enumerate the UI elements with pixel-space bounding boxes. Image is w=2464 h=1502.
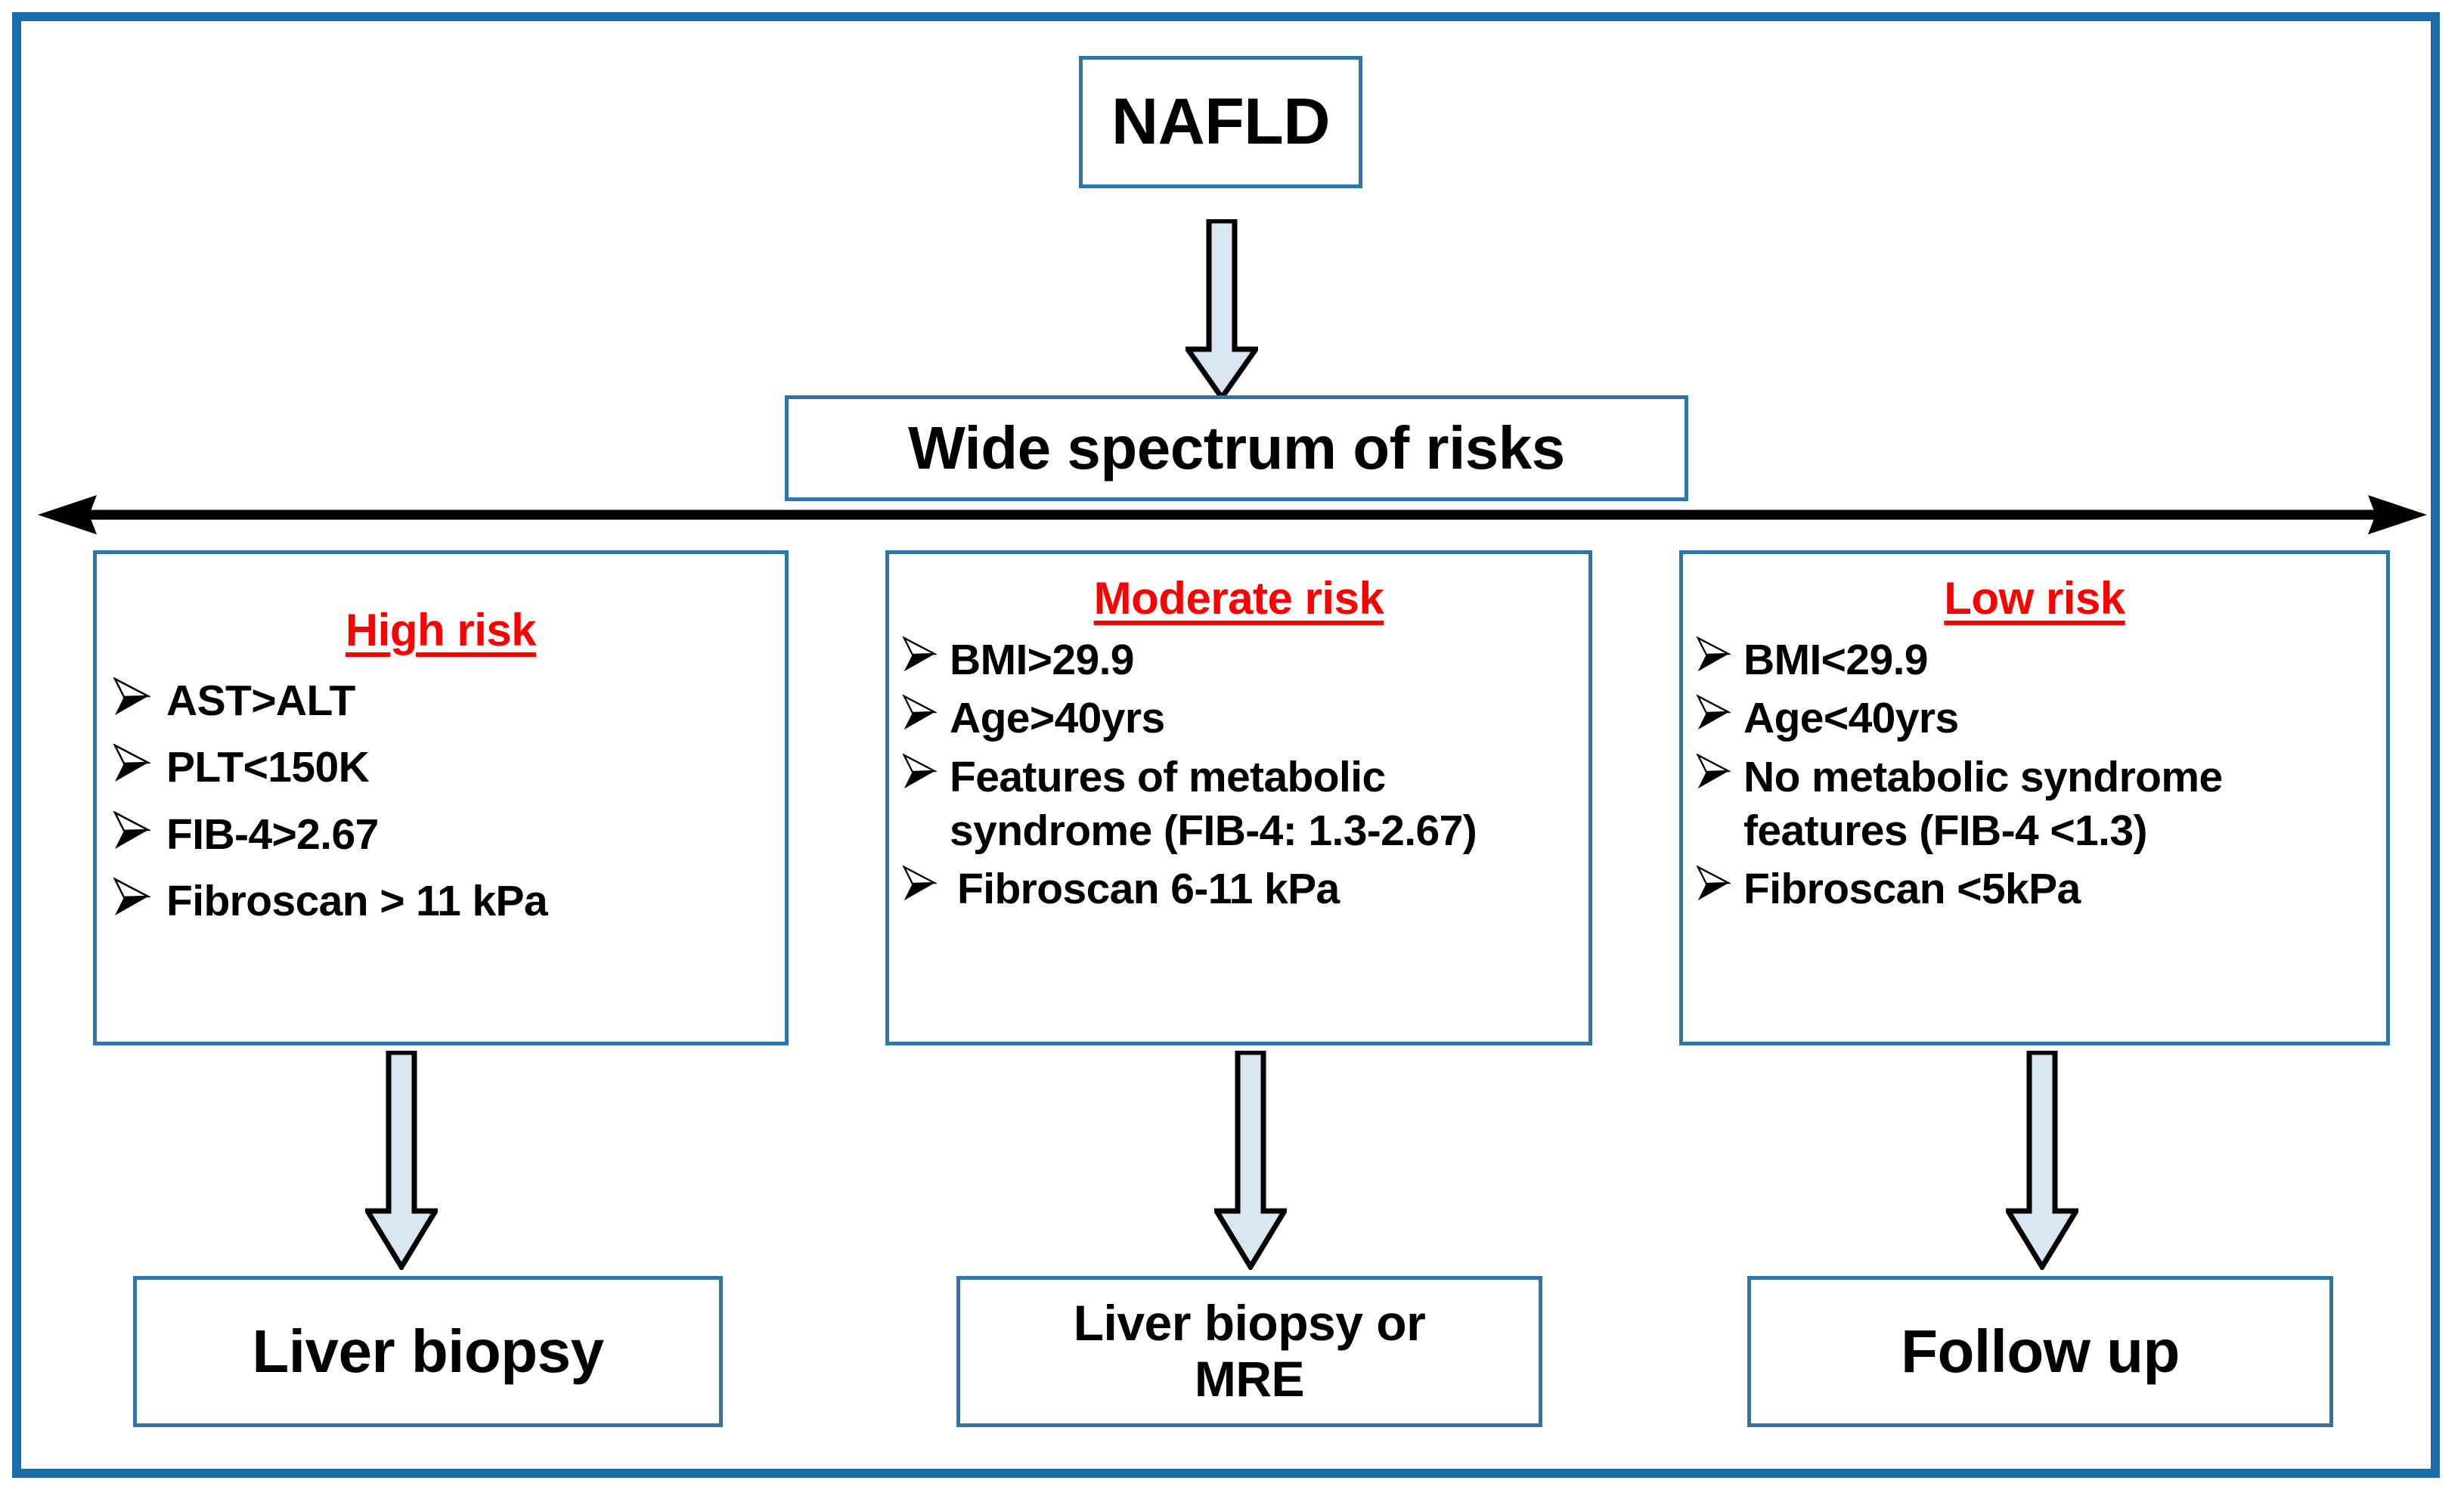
down-block-arrow-icon bbox=[362, 1049, 441, 1272]
node-outcome-low: Follow up bbox=[1747, 1276, 2333, 1427]
list-item: Fibroscan 6-11 kPa bbox=[889, 862, 1588, 916]
risk-title-moderate: Moderate risk bbox=[1093, 573, 1384, 624]
criteria-text: BMI<29.9 bbox=[1743, 636, 1929, 684]
list-item: BMI>29.9 bbox=[889, 633, 1588, 687]
criteria-text: Features of metabolic syndrome (FIB-4: 1… bbox=[950, 752, 1477, 855]
outcome-moderate-line1: Liver biopsy or bbox=[1073, 1295, 1426, 1352]
criteria-list-low: BMI<29.9 Age<40yrs No metabolic syndrome… bbox=[1683, 633, 2386, 916]
arrowhead-bullet-icon bbox=[889, 692, 950, 731]
list-item: Fibroscan > 11 kPa bbox=[97, 875, 785, 928]
arrowhead-bullet-icon bbox=[97, 674, 166, 717]
criteria-text: PLT<150K bbox=[166, 743, 370, 792]
outcome-moderate-label: Liver biopsy or MRE bbox=[1073, 1295, 1426, 1408]
arrow-nafld-to-spectrum bbox=[1182, 218, 1261, 403]
down-block-arrow-icon bbox=[1211, 1049, 1290, 1272]
arrowhead-bullet-icon bbox=[889, 751, 950, 790]
arrowhead-bullet-icon bbox=[97, 741, 166, 783]
risk-title-high: High risk bbox=[345, 605, 537, 655]
list-item: AST>ALT bbox=[97, 674, 785, 728]
double-headed-arrow-icon bbox=[38, 495, 2427, 534]
arrowhead-bullet-icon bbox=[97, 808, 166, 850]
outcome-moderate-line2: MRE bbox=[1194, 1351, 1305, 1407]
criteria-text: Age>40yrs bbox=[950, 694, 1165, 743]
criteria-text: No metabolic syndrome features (FIB-4 <1… bbox=[1743, 752, 2223, 855]
diagram-frame: NAFLD Wide spectrum of risks High risk bbox=[12, 12, 2440, 1478]
list-item: Fibroscan <5kPa bbox=[1683, 862, 2386, 916]
node-wide-spectrum-of-risks: Wide spectrum of risks bbox=[785, 395, 1688, 501]
down-block-arrow-icon bbox=[1182, 218, 1261, 403]
list-item: PLT<150K bbox=[97, 741, 785, 794]
list-item: BMI<29.9 bbox=[1683, 633, 2386, 687]
criteria-text: BMI>29.9 bbox=[950, 636, 1135, 684]
criteria-text: Age<40yrs bbox=[1743, 694, 1959, 743]
node-nafld: NAFLD bbox=[1079, 56, 1362, 188]
risk-spectrum-double-arrow bbox=[38, 494, 2427, 536]
arrow-moderate-to-outcome bbox=[1211, 1049, 1290, 1272]
risk-column-high: High risk AST>ALT PLT<150K bbox=[93, 550, 789, 1045]
arrowhead-bullet-icon bbox=[97, 875, 166, 917]
arrow-low-to-outcome bbox=[2003, 1049, 2081, 1272]
list-item: Age<40yrs bbox=[1683, 692, 2386, 745]
down-block-arrow-icon bbox=[2003, 1049, 2081, 1272]
arrowhead-bullet-icon bbox=[889, 862, 950, 902]
node-outcome-high: Liver biopsy bbox=[133, 1276, 723, 1427]
list-item: Age>40yrs bbox=[889, 692, 1588, 745]
criteria-list-moderate: BMI>29.9 Age>40yrs Features of metabolic… bbox=[889, 633, 1588, 916]
list-item: FIB-4>2.67 bbox=[97, 808, 785, 862]
arrowhead-bullet-icon bbox=[1683, 692, 1743, 731]
node-outcome-moderate: Liver biopsy or MRE bbox=[956, 1276, 1542, 1427]
outcome-high-label: Liver biopsy bbox=[252, 1318, 604, 1386]
diagram-canvas: NAFLD Wide spectrum of risks High risk bbox=[21, 21, 2431, 1469]
list-item: No metabolic syndrome features (FIB-4 <1… bbox=[1683, 751, 2386, 859]
risk-column-low: Low risk BMI<29.9 Age<40yrs bbox=[1679, 550, 2390, 1045]
arrowhead-bullet-icon bbox=[1683, 751, 1743, 790]
criteria-text: Fibroscan <5kPa bbox=[1743, 865, 2081, 913]
arrowhead-bullet-icon bbox=[889, 633, 950, 673]
criteria-text: Fibroscan 6-11 kPa bbox=[957, 865, 1340, 913]
criteria-text: Fibroscan > 11 kPa bbox=[166, 876, 548, 925]
criteria-list-high: AST>ALT PLT<150K FIB-4>2.67 bbox=[97, 674, 785, 928]
risk-column-moderate: Moderate risk BMI>29.9 Age>40yrs bbox=[885, 550, 1592, 1045]
node-spectrum-label: Wide spectrum of risks bbox=[908, 414, 1565, 482]
arrowhead-bullet-icon bbox=[1683, 862, 1743, 902]
node-nafld-label: NAFLD bbox=[1111, 85, 1330, 159]
criteria-text: AST>ALT bbox=[166, 677, 355, 725]
arrow-high-to-outcome bbox=[362, 1049, 441, 1272]
risk-title-low: Low risk bbox=[1944, 573, 2125, 624]
arrowhead-bullet-icon bbox=[1683, 633, 1743, 673]
criteria-text: FIB-4>2.67 bbox=[166, 810, 379, 859]
list-item: Features of metabolic syndrome (FIB-4: 1… bbox=[889, 751, 1588, 859]
outcome-low-label: Follow up bbox=[1901, 1318, 2180, 1386]
